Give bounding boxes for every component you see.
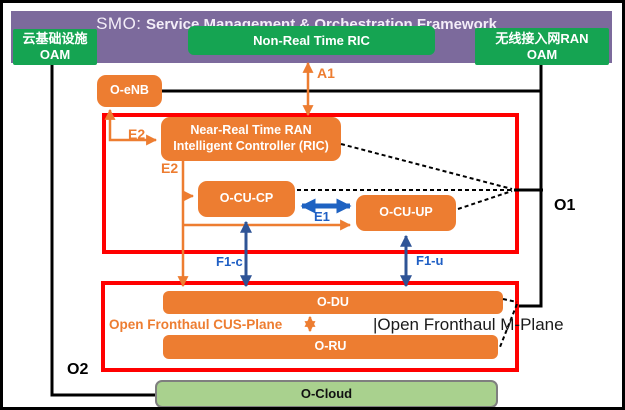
smo-title-prefix: SMO: (96, 14, 142, 33)
label-open-fronthaul-m-plane: |Open Fronthaul M-Plane (373, 315, 564, 334)
label-o1: O1 (554, 197, 576, 214)
node-o-enb: O-eNB (97, 75, 162, 107)
node-non-real-time-ric: Non-Real Time RIC (188, 26, 435, 55)
node-o-du: O-DU (163, 291, 503, 314)
node-o-cu-up: O-CU-UP (356, 195, 456, 231)
node-o-cloud: O-Cloud (155, 380, 498, 407)
node-label: O-RU (314, 339, 347, 354)
node-label: OAM (39, 47, 71, 62)
node-label: O-eNB (110, 83, 149, 98)
label-f1-u: F1-u (416, 253, 444, 268)
label-e2-o-enb: E2 (128, 126, 146, 142)
node-o-cu-cp: O-CU-CP (198, 181, 295, 217)
label-e1: E1 (314, 209, 330, 224)
label-open-fronthaul-cus-plane: Open Fronthaul CUS-Plane (109, 317, 283, 332)
node-near-real-time-ric: Near-Real Time RAN Intelligent Controlle… (161, 117, 341, 161)
node-label: O-CU-UP (379, 205, 433, 220)
node-label: O-DU (317, 294, 349, 309)
node-label: O-Cloud (300, 385, 353, 401)
node-label: Near-Real Time RAN (190, 123, 312, 138)
node-ran-oam: 无线接入网RAN OAM (475, 28, 609, 65)
node-label: 无线接入网RAN (495, 30, 589, 46)
node-label: 云基础设施 (22, 31, 88, 47)
label-f1-c: F1-c (216, 254, 243, 269)
node-label: Intelligent Controller (RIC) (173, 139, 329, 153)
label-o2: O2 (67, 361, 89, 378)
node-label: OAM (526, 46, 558, 62)
label-a1: A1 (317, 65, 335, 81)
node-o-ru: O-RU (163, 335, 498, 359)
label-e2-ric: E2 (161, 160, 179, 176)
node-label: Non-Real Time RIC (253, 32, 370, 48)
line-o1-ran-oam-trunk (519, 65, 543, 308)
node-cloud-infrastructure-oam: 云基础设施 OAM (13, 29, 97, 65)
node-label: O-CU-CP (219, 191, 274, 206)
